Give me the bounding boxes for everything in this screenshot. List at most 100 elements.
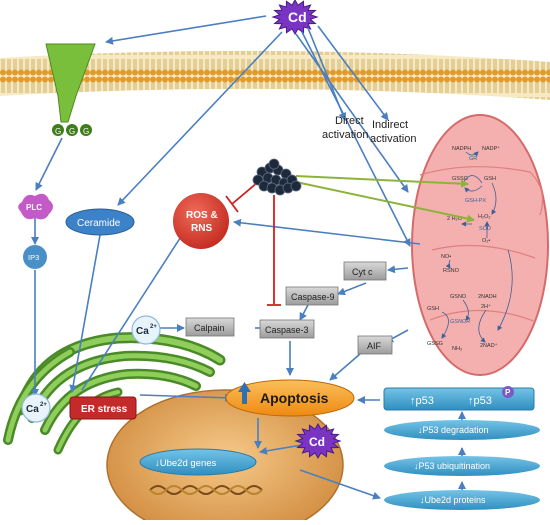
ca-er-sup: 2+ [40, 402, 47, 408]
g-label-3: G [83, 127, 89, 136]
mito-gssg: GSSG [452, 176, 468, 182]
mito-gsnor: GSNOR [450, 319, 470, 325]
arrow-ceramide-to-er [69, 234, 101, 393]
p53-box: ↑p53 ↑p53 P [383, 386, 535, 411]
g-subunit-2 [66, 124, 78, 136]
mito-water: 2 H₂O [447, 216, 463, 222]
arrow-g-to-plc [35, 137, 63, 191]
ca-er-label: Ca [26, 404, 39, 415]
indirect-label-2: activation [370, 133, 416, 145]
ros-rns-node: ROS & RNS [173, 193, 229, 249]
mito-nh3: NH₃ [452, 346, 462, 352]
mito-rsno: RSNO [443, 268, 460, 274]
phospho-label: P [505, 388, 511, 397]
mito-o2: O₂• [482, 238, 490, 244]
cd-nucleus-label: Cd [309, 435, 325, 449]
p53-label-a: ↑p53 [410, 395, 434, 407]
p53-degradation-label: ↓P53 degradation [418, 425, 489, 435]
cell-membrane [0, 50, 550, 100]
ca-calpain-sup: 2+ [150, 324, 157, 330]
arrow-er-to-apoptosis [139, 393, 233, 402]
nanoparticle-sphere [268, 158, 280, 170]
arrow-mito-to-ros [233, 218, 421, 245]
arrow-er-to-ros [81, 231, 185, 391]
p53-degradation-box: ↓P53 degradation [384, 420, 540, 440]
ca-calpain-node: Ca 2+ [131, 315, 161, 345]
mito-hplus: 2H⁺ [481, 303, 491, 310]
mito-gsh2: GSH [427, 306, 439, 312]
aif-label: AIF [367, 341, 382, 351]
er-stress-label: ER stress [81, 404, 128, 415]
indirect-label-1: Indirect [372, 119, 408, 131]
direct-label-2: activation [322, 129, 368, 141]
ip3-label: IP3 [28, 253, 39, 262]
p53-label-b: ↑p53 [468, 395, 492, 407]
direct-label-1: Direct [335, 115, 364, 127]
ube2d-proteins-label: ↓Ube2d proteins [420, 495, 486, 505]
inhibition-lines [225, 181, 281, 306]
mito-nadph: NADPH [452, 146, 471, 152]
arrow-cd-to-mito-1 [295, 33, 409, 193]
cyt-c-box: Cyt c [343, 261, 387, 281]
mito-h2o2: H₂O₂ [478, 214, 491, 220]
dna-strand-1 [149, 485, 263, 495]
ube2d-proteins-box: ↓Ube2d proteins [384, 490, 540, 510]
cd-top-label: Cd [288, 9, 307, 25]
arrow-cd-to-mito-2 [301, 31, 411, 247]
arrow-direct-activation [307, 27, 347, 121]
nanoparticle-cluster [252, 158, 302, 196]
caspase3-box: Caspase-3 [259, 319, 315, 339]
arrow-genes-to-proteins [299, 469, 381, 500]
aif-box: AIF [357, 335, 393, 355]
mito-nadh: 2NADH [478, 294, 497, 300]
ceramide-node: Ceramide [65, 208, 135, 236]
mito-gsh: GSH [484, 176, 496, 182]
mito-gsno: GSNO [450, 294, 467, 300]
calpain-box: Calpain [185, 317, 235, 337]
phospho-badge [502, 386, 514, 398]
endoplasmic-reticulum [3, 332, 226, 455]
ube2d-genes-label: ↓Ube2d genes [155, 458, 217, 469]
p53-ubiquitination-label: ↓P53 ubiquitination [414, 461, 490, 471]
arrow-aif-to-apoptosis [329, 353, 361, 381]
arrow-indirect-activation [317, 25, 389, 121]
ros-label-1: ROS & [186, 210, 218, 221]
er-stress-box: ER stress [69, 396, 137, 420]
arrow-mito-to-cytc [387, 265, 409, 274]
caspase9-box: Caspase-9 [285, 286, 339, 306]
arrow-nano-to-gsh [295, 175, 469, 188]
cd-nucleus-node: Cd [294, 422, 342, 460]
ca-calpain-label: Ca [136, 326, 149, 337]
g-protein-receptor: G G G [45, 43, 96, 136]
ip3-node: IP3 [23, 245, 47, 269]
mitochondrion: NADPH NADP⁺ GR GSSG GSH GSH-PX 2 H₂O H₂O… [411, 114, 549, 376]
caspase3-label: Caspase-3 [265, 325, 309, 335]
dna-strand-2 [149, 485, 263, 495]
cyt-c-label: Cyt c [352, 267, 373, 277]
mito-sod: SOD [479, 226, 491, 232]
mito-nad: 2NAD⁺ [480, 342, 498, 349]
nano-arrows [295, 175, 475, 223]
pathway-arrows [31, 15, 466, 500]
g-label-1: G [55, 127, 61, 136]
mito-gr: GR [469, 156, 477, 162]
arrow-cd-to-ceramide [117, 31, 283, 206]
mito-nadp: NADP⁺ [482, 145, 500, 152]
cd-top-node: Cd [271, 0, 319, 36]
apoptosis-node: Apoptosis [225, 379, 355, 417]
plc-label: PLC [26, 203, 42, 212]
calpain-label: Calpain [194, 323, 225, 333]
g-label-2: G [69, 127, 75, 136]
ube2d-genes-node: ↓Ube2d genes [139, 448, 257, 476]
nanoparticle-sphere [290, 180, 302, 192]
p53-ubiquitination-box: ↓P53 ubiquitination [384, 456, 540, 476]
inhibit-ros [231, 181, 259, 205]
ceramide-label: Ceramide [77, 218, 121, 229]
arrow-nano-to-sod [295, 181, 475, 223]
ros-label-2: RNS [191, 223, 212, 234]
mito-no: NO• [441, 254, 451, 260]
mito-gssg2: GSSG [427, 341, 443, 347]
ca-er-node: Ca 2+ [21, 393, 51, 423]
